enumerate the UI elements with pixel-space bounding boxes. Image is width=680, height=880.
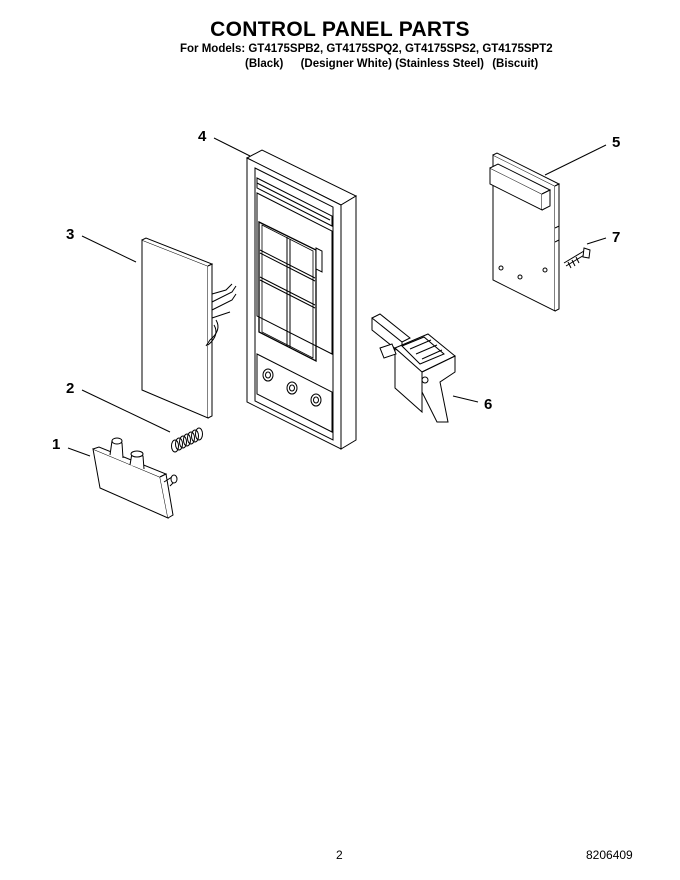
callout-7: 7 [612, 229, 621, 246]
callout-3: 3 [66, 226, 75, 243]
part-1-push-button [92, 437, 178, 519]
callout-5: 5 [612, 134, 621, 151]
part-2-spring [171, 427, 203, 453]
callout-1: 1 [52, 436, 61, 453]
part-3-overlay-panel [141, 237, 237, 419]
variant-biscuit: (Biscuit) [492, 58, 539, 70]
part-6-bracket [371, 313, 456, 423]
part-7-screw [563, 247, 591, 269]
leader-lines [67, 137, 607, 457]
variant-stainless-steel: (Stainless Steel) [395, 58, 484, 70]
page-number: 2 [336, 848, 343, 862]
document-number: 8206409 [586, 848, 633, 862]
model-list: For Models: GT4175SPB2, GT4175SPQ2, GT41… [180, 43, 553, 55]
part-5-control-board [489, 152, 561, 312]
variant-designer-white: (Designer White) [300, 58, 392, 70]
callout-4: 4 [198, 128, 207, 145]
callout-6: 6 [484, 396, 493, 413]
callout-2: 2 [66, 380, 75, 397]
page-title: CONTROL PANEL PARTS [210, 18, 470, 41]
model-variants: (Black) (Designer White) (Stainless Stee… [245, 58, 538, 70]
part-4-control-panel-frame [245, 149, 358, 450]
variant-black: (Black) [245, 58, 284, 70]
